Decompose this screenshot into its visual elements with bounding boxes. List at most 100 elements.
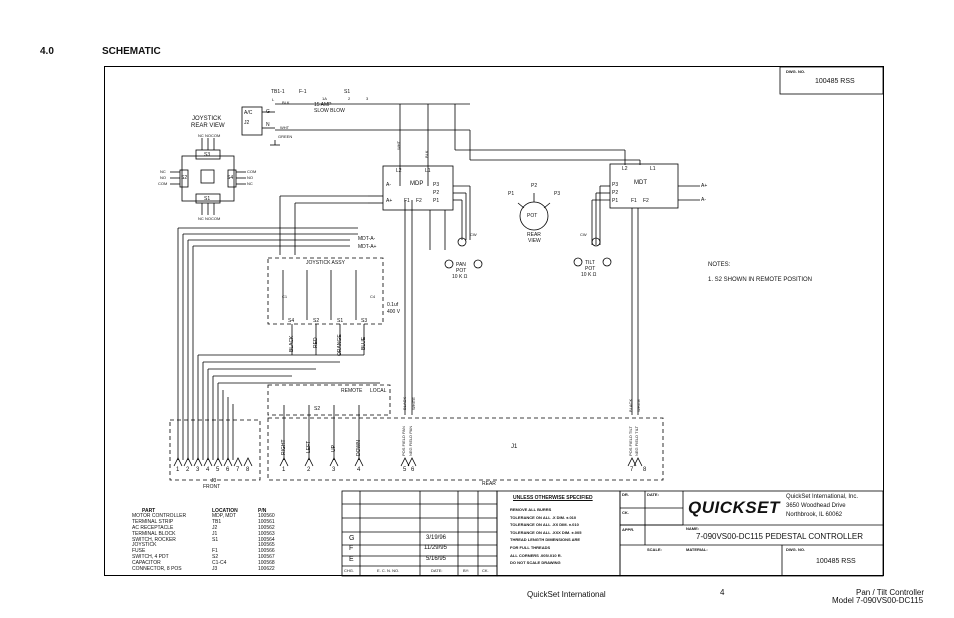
tb-date: DATE: <box>647 492 659 497</box>
s2-local: LOCAL <box>370 388 387 394</box>
joystick-left-pin-1: NC <box>160 169 166 174</box>
mdp-f1: F1 <box>404 198 410 204</box>
wire-color-orange: ORANGE <box>337 334 343 356</box>
tb1-label: TB1-1 <box>271 89 285 95</box>
part-name: TERMINAL STRIP <box>132 518 174 525</box>
joystick-bottom-pin-2: NO <box>205 216 211 221</box>
j1-pin-8: 8 <box>643 467 647 473</box>
j2-label: J2 <box>244 120 250 126</box>
pan-pot-title: PAN <box>456 262 466 268</box>
tb-name: 7-090VS00-DC115 PEDESTAL CONTROLLER <box>696 532 864 541</box>
j1-pin-2: 2 <box>307 467 311 473</box>
part-name: CAPACITOR <box>132 560 161 567</box>
j3-pin-7: 7 <box>236 467 240 473</box>
joystick-s4: S4 <box>227 175 234 181</box>
tilt-pot-value: 10 K Ω <box>581 272 597 278</box>
tolerance-title: UNLESS OTHERWISE SPECIFIED <box>513 495 593 501</box>
part-location: C1-C4 <box>212 560 227 567</box>
part-number: 100563 <box>258 530 275 537</box>
mdt-wire-minus: MDT-A- <box>358 236 376 242</box>
tb-ck: CK. <box>622 510 629 515</box>
wire-1a-label: 1A <box>322 96 327 101</box>
j1-down: DOWN <box>356 440 362 456</box>
s2-label: S2 <box>314 406 321 412</box>
part-name: CONNECTOR, 8 POS <box>132 566 182 573</box>
cap-c1: C1 <box>282 294 288 299</box>
tb-dwg-no: 100485 RSS <box>816 558 856 565</box>
joystick-title-1: JOYSTICK <box>192 116 222 122</box>
pot-p3: P3 <box>554 191 561 197</box>
green-label: GREEN <box>278 134 293 139</box>
mdt-p1: P1 <box>612 198 619 204</box>
tb-appr: APPR. <box>622 527 635 532</box>
tolerance-line: TOLERANCE ON ALL .X DIM. ±.010 <box>510 514 577 520</box>
part-location: J2 <box>212 524 218 531</box>
mdp-l1: L1 <box>425 168 431 174</box>
rev-chg-3: E <box>349 556 354 563</box>
fuse-rating-1: 15 AMP <box>314 102 332 108</box>
rev-header-ecn: E. C. N. NO. <box>377 568 400 573</box>
j1-pin-1: 1 <box>282 467 286 473</box>
j3-pin-1: 1 <box>176 467 180 473</box>
notes-item-1: 1. S2 SHOWN IN REMOTE POSITION <box>708 277 813 283</box>
j1-pin-3: 3 <box>332 467 336 473</box>
pot-p2: P2 <box>531 183 538 189</box>
j1-neg-pan: NEG FIELD PAN <box>408 425 413 456</box>
part-location: S1 <box>212 536 219 543</box>
mdp-wht: WHT <box>396 140 401 150</box>
rev-date-1: 3/19/96 <box>426 535 447 541</box>
tolerance-lines: REMOVE ALL BURRS TOLERANCE ON ALL .X DIM.… <box>510 506 581 567</box>
mdt-p2: P2 <box>612 190 619 196</box>
section-number: 4.0 <box>40 46 54 57</box>
joystick-top-pin-1: NC <box>198 133 204 138</box>
mdt-p3: P3 <box>612 182 619 188</box>
rev-date-3: 5/16/95 <box>426 556 447 562</box>
fuse-rating-2: SLOW BLOW <box>314 108 345 114</box>
part-number: 100567 <box>258 554 275 561</box>
joystick-assy-title: JOYSTICK ASSY <box>306 260 345 266</box>
j1-pos-pan: POS FIELD PAN <box>401 426 406 456</box>
part-location: J1 <box>212 530 218 537</box>
part-number: 100561 <box>258 518 275 525</box>
footer-right-2: Model 7-090VS00-DC115 <box>832 596 924 605</box>
cap-c4: C4 <box>370 294 376 299</box>
rev-chg-2: F <box>349 545 354 552</box>
j1-pin-6: 6 <box>411 467 415 473</box>
tb-scale: SCALE: <box>647 547 662 552</box>
j1-pos-tilt: POS FIELD TILT <box>628 426 633 456</box>
tb-company: QuickSet International, Inc. <box>786 494 859 500</box>
tolerance-line: ALL CORNERS .005/.010 R. <box>510 552 562 558</box>
joystick-right-pin-2: NO <box>247 175 253 180</box>
part-number: 100564 <box>258 536 275 543</box>
joystick-bottom-pin-1: NC <box>198 216 204 221</box>
joystick-bottom-pin-3: COM <box>211 216 221 221</box>
rev-header-chg: CHG. <box>344 568 354 573</box>
rev-header-by: BY: <box>463 568 470 573</box>
j1-right: RIGHT <box>281 439 287 455</box>
mdp-f2: F2 <box>416 198 422 204</box>
pot-view: VIEW <box>528 238 541 244</box>
mdt-l1: L1 <box>650 166 656 172</box>
tolerance-line: REMOVE ALL BURRS <box>510 507 552 512</box>
tolerance-line: TOLERANCE ON ALL .XX DIM. ±.010 <box>510 522 579 528</box>
joystick-left-pin-3: COM <box>158 181 168 186</box>
notes-title: NOTES: <box>708 262 731 268</box>
tolerance-line: FOR FULL THREADS <box>510 544 551 550</box>
mdp-p1: P1 <box>433 198 440 204</box>
part-name: JOYSTICK <box>132 542 157 549</box>
quickset-logo: QUICKSET <box>688 498 780 517</box>
j3-pin-2: 2 <box>186 467 190 473</box>
assy-switch-1: S4 <box>288 318 295 324</box>
joystick-right-pin-1: COM <box>247 169 257 174</box>
part-number: 100560 <box>258 513 275 519</box>
part-location: TB1 <box>212 518 222 525</box>
j1-white-pan: WHITE <box>411 397 416 410</box>
part-number: 100568 <box>258 560 275 567</box>
part-location: J3 <box>212 566 218 573</box>
j1-neg-tilt: NEG FIELD TILT <box>634 425 639 456</box>
pan-pot-value: 10 K Ω <box>452 274 468 280</box>
mdt-l2: L2 <box>622 166 628 172</box>
j3-pin-8: 8 <box>246 467 250 473</box>
mdp-blk: BLK <box>424 150 429 158</box>
n-label: N <box>266 122 270 128</box>
